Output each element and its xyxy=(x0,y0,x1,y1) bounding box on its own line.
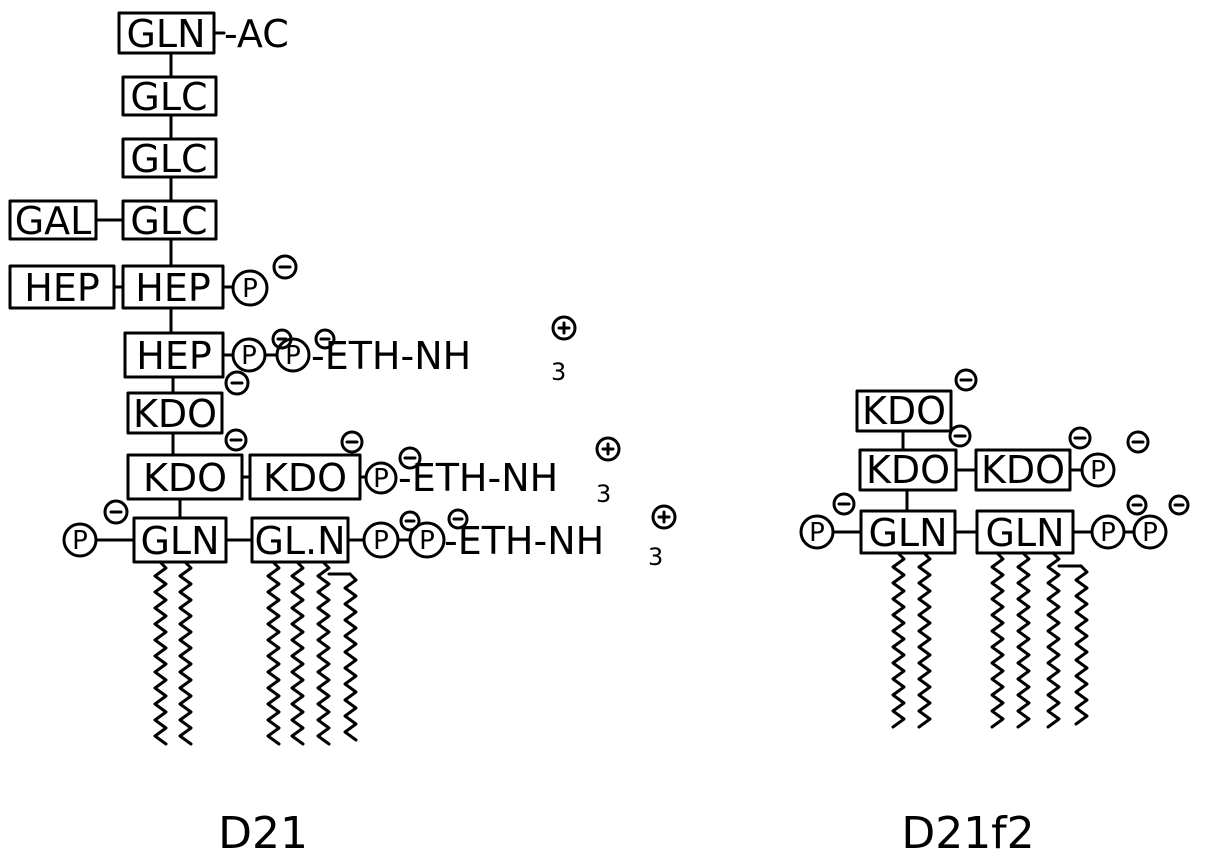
d21-charge-gln-p2 xyxy=(447,508,469,530)
d21f2-gln-1-label: GLN xyxy=(868,511,947,555)
d21f2-charge-kdo-p xyxy=(1126,430,1150,454)
d21f2-kdo-1-label: KDO xyxy=(862,389,946,433)
d21f2-charge-gln-p2 xyxy=(1168,494,1190,516)
d21-charge-gln-left-p xyxy=(103,499,129,525)
d21f2-acyl-chain xyxy=(1016,551,1031,729)
d21f2-charge-kdo3 xyxy=(1068,426,1092,450)
d21-eth-nh-3: -ETH-NH xyxy=(444,519,604,563)
d21-hep-1-label: HEP xyxy=(135,266,211,310)
d21f2-phosphate-gln-right-b xyxy=(1132,514,1168,550)
d21-charge-kdo3 xyxy=(340,430,364,454)
d21-charge-nh3-3 xyxy=(651,504,677,530)
d21-phosphate-hep2-a xyxy=(231,337,267,373)
d21-charge-hep-p xyxy=(272,254,298,280)
d21f2-caption: D21f2 xyxy=(901,808,1034,859)
d21-phosphate-gln-left xyxy=(62,522,98,558)
d21f2-phosphate-gln-left-label: P xyxy=(809,518,825,548)
d21-acyl-chain xyxy=(266,560,281,746)
d21-charge-hep2-p1 xyxy=(271,328,293,350)
d21-hep-2-label: HEP xyxy=(136,334,212,378)
d21f2-acyl-chain xyxy=(1074,564,1089,726)
d21-charge-kdo2 xyxy=(224,428,248,452)
d21f2-gln-2-label: GLN xyxy=(985,511,1064,555)
d21-phosphate-gln-right-b-label: P xyxy=(419,526,435,556)
d21f2-phosphate-gln-right-b-label: P xyxy=(1142,518,1158,548)
d21-gln-top-label: GLN xyxy=(126,12,205,56)
d21f2-phosphate-gln-right-a-label: P xyxy=(1100,518,1116,548)
d21f2-charge-kdo2 xyxy=(948,424,972,448)
d21-gln-2-label: GL.N xyxy=(254,519,345,563)
d21-eth-nh-1: -ETH-NH xyxy=(311,334,471,378)
d21-phosphate-kdo xyxy=(364,461,398,495)
d21-charge-hep2-p2 xyxy=(314,328,336,350)
d21f2-kdo-2-label: KDO xyxy=(866,448,950,492)
d21-gln-1-label: GLN xyxy=(140,519,219,563)
d21f2-acyl-chain xyxy=(917,551,932,729)
d21-glc-3-label: GLC xyxy=(130,199,207,243)
d21-nh3-sub-1: 3 xyxy=(551,358,566,386)
d21-phosphate-gln-right-b xyxy=(408,521,446,559)
d21-charge-nh3-2 xyxy=(595,436,621,462)
d21-phosphate-hep2-b xyxy=(275,337,311,373)
d21f2-phosphate-kdo-label: P xyxy=(1090,456,1106,486)
d21f2-phosphate-gln-left xyxy=(799,514,835,550)
d21f2-phosphate-gln-right-a xyxy=(1090,514,1126,550)
d21-kdo-2-label: KDO xyxy=(143,456,227,500)
d21-phosphate-hep2-b-label: P xyxy=(285,341,301,371)
d21-phosphate-hep xyxy=(231,269,269,307)
d21-nh3-sub-3: 3 xyxy=(648,543,663,571)
d21-kdo-1-label: KDO xyxy=(133,392,217,436)
d21-acyl-chain xyxy=(153,560,168,746)
d21f2-charge-kdo1 xyxy=(954,368,978,392)
d21-acyl-chain xyxy=(178,560,193,746)
d21-glc-1-label: GLC xyxy=(130,75,207,119)
d21-nh3-sub-2: 3 xyxy=(596,480,611,508)
d21-phosphate-gln-left-label: P xyxy=(72,526,88,556)
d21-acyl-chain xyxy=(316,560,331,746)
d21-eth-nh-2: -ETH-NH xyxy=(398,456,558,500)
d21-acyl-chain xyxy=(290,560,305,746)
d21-phosphate-hep-label: P xyxy=(242,274,258,304)
d21-kdo-1-box xyxy=(126,391,224,435)
d21f2-phosphate-kdo xyxy=(1080,452,1116,488)
d21f2-acyl-chain xyxy=(990,551,1005,729)
d21-hep-left-label: HEP xyxy=(24,266,100,310)
d21-gal-label: GAL xyxy=(15,199,92,243)
d21-charge-kdo1 xyxy=(224,370,250,396)
d21-charge-kdo-p xyxy=(398,446,422,470)
d21-phosphate-gln-right-a-label: P xyxy=(373,526,389,556)
d21-glc-2-label: GLC xyxy=(130,137,207,181)
d21f2-charge-gln-left-p xyxy=(832,492,856,516)
d21f2-acyl-chain xyxy=(891,551,906,729)
d21-phosphate-gln-right-a xyxy=(362,521,400,559)
d21-ac-label: -AC xyxy=(224,12,289,56)
d21-charge-nh3-1 xyxy=(551,315,577,341)
d21-kdo-3-label: KDO xyxy=(263,456,347,500)
d21-phosphate-hep2-a-label: P xyxy=(241,341,257,371)
d21f2-kdo-3-label: KDO xyxy=(981,448,1065,492)
d21-caption: D21 xyxy=(218,808,308,859)
d21f2-charge-gln-p1 xyxy=(1126,494,1148,516)
d21f2-acyl-chain xyxy=(1046,551,1061,729)
d21-acyl-chain xyxy=(343,572,358,742)
d21-phosphate-kdo-label: P xyxy=(373,464,389,494)
d21-charge-gln-p1 xyxy=(399,510,421,532)
